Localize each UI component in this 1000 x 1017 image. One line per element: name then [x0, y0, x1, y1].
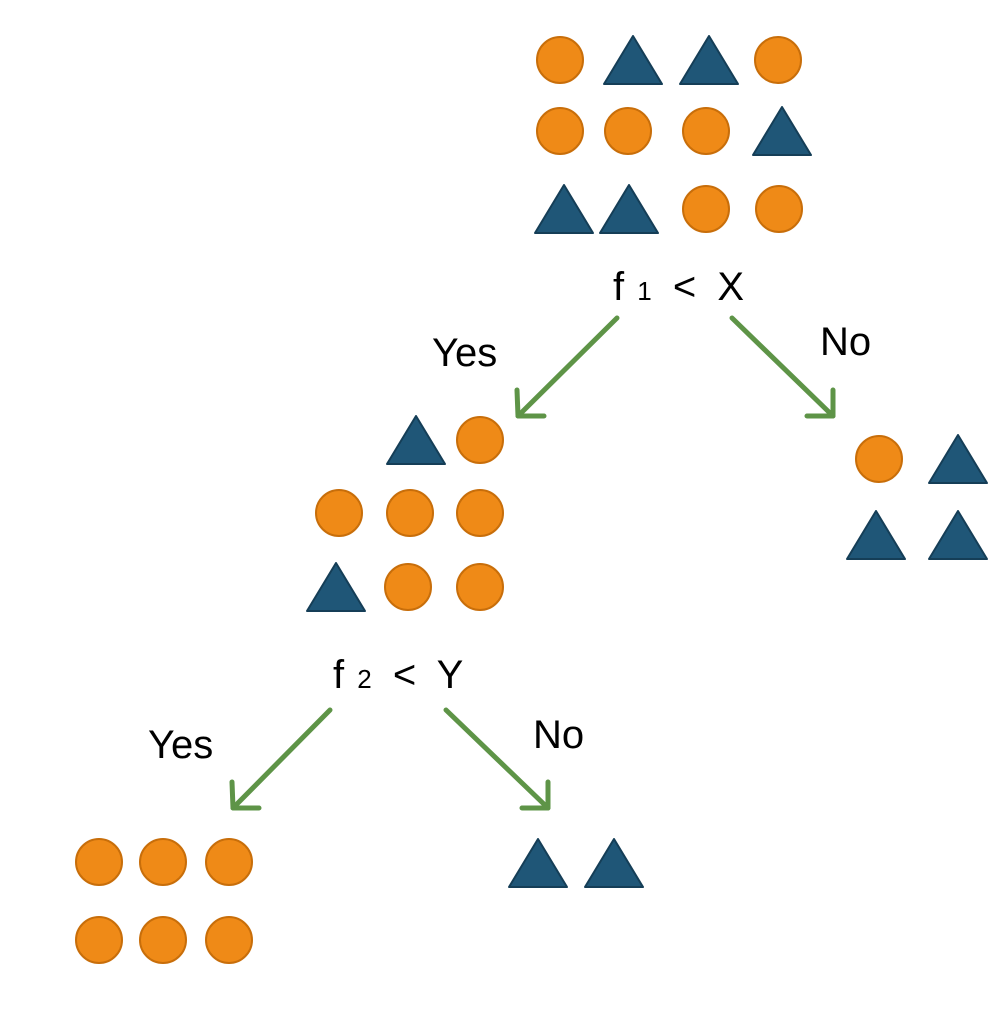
split2-yes-arrow: [229, 707, 333, 811]
orange-circle-sample: [75, 838, 123, 886]
orange-circle-sample: [604, 107, 652, 155]
blue-triangle-sample: [534, 184, 594, 234]
split1-yes-arrow: [514, 315, 620, 419]
orange-circle-sample: [536, 36, 584, 84]
split1-feature: f: [613, 265, 625, 309]
split2-yes-leaf-samples: [75, 838, 253, 964]
split2-feature-subscript: 2: [357, 664, 371, 694]
orange-circle-sample: [456, 489, 504, 537]
blue-triangle-sample: [599, 184, 659, 234]
orange-circle-sample: [384, 563, 432, 611]
split2-operator: <: [393, 653, 416, 697]
split2-feature: f: [333, 653, 345, 697]
split1-operator: <: [673, 265, 696, 309]
split2-yes-label: Yes: [148, 723, 213, 767]
blue-triangle-sample: [679, 35, 739, 85]
arrow-head: [804, 387, 836, 419]
orange-circle-sample: [754, 36, 802, 84]
orange-circle-sample: [536, 107, 584, 155]
blue-triangle-sample: [846, 510, 906, 560]
split1-condition: f 1 < X: [613, 265, 744, 309]
orange-circle-sample: [386, 489, 434, 537]
orange-circle-sample: [315, 489, 363, 537]
orange-circle-sample: [75, 916, 123, 964]
orange-circle-sample: [205, 916, 253, 964]
blue-triangle-sample: [584, 838, 644, 888]
split1-feature-subscript: 1: [637, 276, 651, 306]
split2-condition: f 2 < Y: [333, 653, 463, 697]
arrow-head: [229, 779, 262, 811]
split1-threshold: X: [717, 265, 744, 309]
orange-circle-sample: [139, 916, 187, 964]
blue-triangle-sample: [508, 838, 568, 888]
orange-circle-sample: [855, 435, 903, 483]
split1-no-arrow: [729, 315, 836, 419]
arrow-head: [519, 779, 551, 811]
arrow-shaft: [515, 315, 620, 419]
blue-triangle-sample: [928, 510, 988, 560]
arrow-head: [514, 387, 547, 419]
orange-circle-sample: [682, 107, 730, 155]
arrow-shaft: [729, 315, 836, 419]
blue-triangle-sample: [306, 562, 366, 612]
orange-circle-sample: [755, 185, 803, 233]
blue-triangle-sample: [928, 434, 988, 484]
split2-no-arrow: [443, 707, 551, 811]
arrow-shaft: [443, 707, 551, 811]
orange-circle-sample: [682, 185, 730, 233]
split1-no-label: No: [820, 320, 871, 364]
orange-circle-sample: [205, 838, 253, 886]
split1-no-leaf-samples: [846, 434, 988, 560]
split2-no-label: No: [533, 713, 584, 757]
split1-yes-node-samples: [306, 415, 504, 612]
arrow-shaft: [230, 707, 333, 811]
split2-threshold: Y: [437, 653, 464, 697]
orange-circle-sample: [139, 838, 187, 886]
blue-triangle-sample: [603, 35, 663, 85]
blue-triangle-sample: [386, 415, 446, 465]
orange-circle-sample: [456, 416, 504, 464]
root-node-samples: [534, 35, 812, 234]
split2-no-leaf-samples: [508, 838, 644, 888]
split1-yes-label: Yes: [432, 331, 497, 375]
blue-triangle-sample: [752, 106, 812, 156]
orange-circle-sample: [456, 563, 504, 611]
